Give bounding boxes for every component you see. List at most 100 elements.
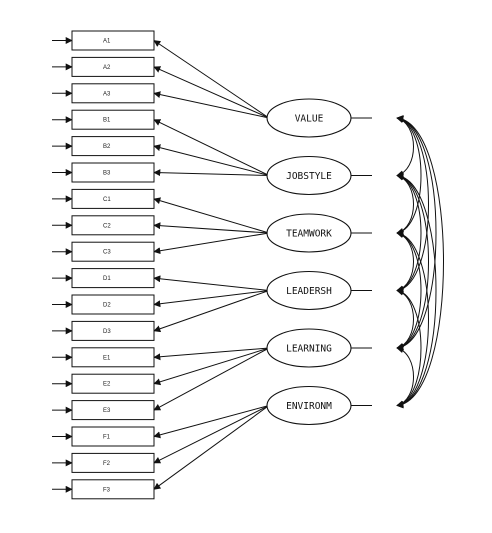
indicator-d1: D1 xyxy=(71,268,155,289)
covariance-arc xyxy=(396,172,437,409)
loading-arrow xyxy=(153,275,270,291)
indicator-box xyxy=(71,452,155,473)
covariance-arc xyxy=(396,115,444,409)
factor-label: ENVIRONM xyxy=(286,401,332,412)
indicator-box xyxy=(71,373,155,394)
indicator-label: B3 xyxy=(103,171,111,177)
indicator-box xyxy=(71,136,155,157)
indicator-e3: E3 xyxy=(71,400,155,421)
indicator-label: E3 xyxy=(103,408,111,414)
factor-ellipse xyxy=(266,155,352,196)
indicator-f2: F2 xyxy=(71,452,155,473)
loading-arrow xyxy=(153,290,270,308)
indicator-label: A3 xyxy=(103,91,111,97)
indicator-box xyxy=(71,215,155,236)
covariance-arc xyxy=(396,230,429,409)
indicator-label: C1 xyxy=(103,197,111,203)
indicator-box xyxy=(71,56,155,77)
factor-label: LEADERSH xyxy=(286,286,332,297)
indicator-box xyxy=(71,426,155,447)
loading-arrow xyxy=(153,347,270,386)
indicator-a2: A2 xyxy=(71,56,155,77)
factor-ellipse xyxy=(266,213,352,253)
indicator-box xyxy=(71,320,155,341)
factor-environm: ENVIRONM xyxy=(266,385,352,426)
indicator-box xyxy=(71,83,155,104)
indicator-label: B1 xyxy=(103,118,111,124)
indicator-e1: E1 xyxy=(71,347,155,368)
factor-ellipse xyxy=(266,328,352,368)
indicator-label: C2 xyxy=(103,223,111,229)
loading-arrow xyxy=(153,405,270,490)
covariance-arc xyxy=(396,115,437,351)
factor-ellipse xyxy=(266,385,352,426)
indicator-label: E1 xyxy=(103,355,111,361)
indicator-f1: F1 xyxy=(71,426,155,447)
loading-arrow xyxy=(153,197,270,234)
factor-label: LEARNING xyxy=(286,344,332,355)
loading-arrow xyxy=(153,222,270,234)
factor-learning: LEARNING xyxy=(266,328,352,368)
factor-value: VALUE xyxy=(266,98,352,138)
indicator-f3: F3 xyxy=(71,479,155,500)
covariance-arc xyxy=(396,288,422,408)
indicator-b3: B3 xyxy=(71,162,155,183)
loading-arrow xyxy=(153,40,270,119)
factor-label: VALUE xyxy=(295,114,324,125)
indicator-box xyxy=(71,347,155,368)
factor-ellipse xyxy=(266,270,352,311)
error-arrows xyxy=(52,37,73,493)
loading-arrow xyxy=(153,405,270,464)
indicator-label: F2 xyxy=(103,461,111,467)
indicator-b1: B1 xyxy=(71,109,155,130)
indicator-label: A2 xyxy=(103,65,111,71)
indicator-box xyxy=(71,294,155,315)
indicator-e2: E2 xyxy=(71,373,155,394)
covariance-arc xyxy=(396,346,414,408)
indicator-box xyxy=(71,241,155,262)
loading-arrow xyxy=(153,290,270,333)
covariance-arc xyxy=(396,230,422,351)
indicator-label: B2 xyxy=(103,144,111,150)
loading-arrow xyxy=(153,66,270,119)
indicator-d3: D3 xyxy=(71,320,155,341)
indicator-label: D3 xyxy=(103,329,111,335)
factor-jobstyle: JOBSTYLE xyxy=(266,155,352,196)
indicator-label: F3 xyxy=(103,487,111,493)
covariance-arc xyxy=(396,173,422,293)
covariance-arc xyxy=(396,115,429,294)
factor-ellipse xyxy=(266,98,352,138)
indicator-c1: C1 xyxy=(71,188,155,209)
indicator-c3: C3 xyxy=(71,241,155,262)
loading-arrow xyxy=(153,347,270,361)
loading-arrow xyxy=(153,232,270,255)
covariance-arc xyxy=(396,172,429,351)
loading-arrow xyxy=(153,144,270,176)
indicator-box xyxy=(71,188,155,209)
loading-arrow xyxy=(153,347,270,411)
indicator-d2: D2 xyxy=(71,294,155,315)
indicator-label: F1 xyxy=(103,435,111,441)
loading-arrow xyxy=(153,91,270,119)
indicator-label: D2 xyxy=(103,303,111,309)
indicator-label: C3 xyxy=(103,250,111,256)
indicator-label: D1 xyxy=(103,276,111,282)
indicator-box xyxy=(71,479,155,500)
indicator-c2: C2 xyxy=(71,215,155,236)
factor-leadersh: LEADERSH xyxy=(266,270,352,311)
indicator-a1: A1 xyxy=(71,30,155,51)
indicator-a3: A3 xyxy=(71,83,155,104)
indicator-box xyxy=(71,109,155,130)
latent-factors: VALUEJOBSTYLETEAMWORKLEADERSHLEARNINGENV… xyxy=(266,98,352,426)
factor-loadings xyxy=(153,40,270,490)
indicator-box xyxy=(71,400,155,421)
indicator-box xyxy=(71,268,155,289)
indicator-box xyxy=(71,162,155,183)
loading-arrow xyxy=(153,169,270,177)
indicator-label: A1 xyxy=(103,39,111,45)
indicator-b2: B2 xyxy=(71,136,155,157)
factor-covariances xyxy=(351,115,444,409)
loading-arrow xyxy=(153,119,270,176)
